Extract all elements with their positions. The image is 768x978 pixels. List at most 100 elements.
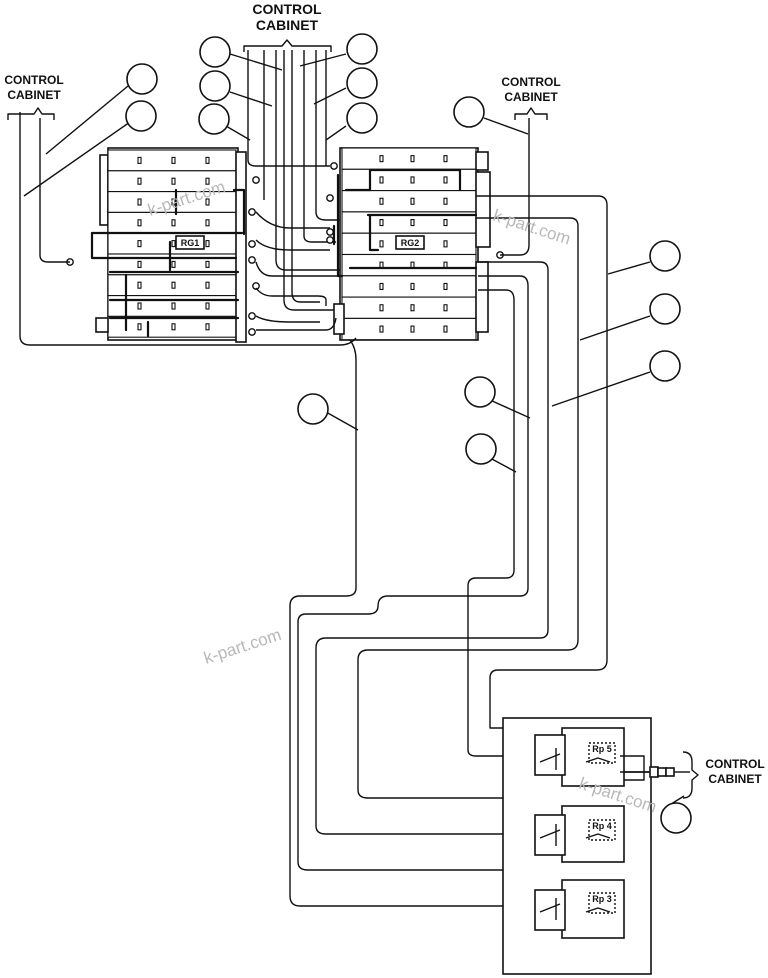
relay-slot [205,260,210,268]
terminal-dot [248,328,256,336]
relay-rp3: Rp 3 [534,879,625,939]
control-cabinet-label-right: CONTROL CABINET [705,757,764,786]
callout-circle [346,102,378,134]
relay-slot [379,219,384,227]
relay-slot [205,198,210,206]
control-cabinet-label-top: CONTROL CABINET [252,1,322,33]
brace-left [7,107,55,120]
relay-slot [443,325,448,333]
callout-circle [125,100,157,132]
svg-text:CONTROL: CONTROL [4,73,63,87]
relay-slot [205,177,210,185]
relay-slot [205,240,210,248]
relay-slot [443,219,448,227]
relay-slot [410,176,415,184]
relay-slot [137,198,142,206]
relay-rp5: Rp 5 [534,727,650,787]
relay-slot [410,197,415,205]
rg2-label: RG2 [401,238,420,248]
terminal-dot [330,162,338,170]
relay-slot [410,325,415,333]
relay-slot [171,156,176,164]
relay-slot [379,304,384,312]
svg-text:CONTROL: CONTROL [501,75,560,89]
cable-runs [19,112,608,907]
terminal-dot [252,282,260,290]
relay-slot [379,325,384,333]
relay-slot [171,177,176,185]
relay-slot [443,304,448,312]
relay-slot [137,219,142,227]
relay-slot [205,219,210,227]
relay-slot [137,260,142,268]
relay-slot [171,240,176,248]
control-cabinet-label-right-top: CONTROL CABINET [501,75,560,104]
relay-slot [379,155,384,163]
relay-slot [171,219,176,227]
relay-row [341,317,477,341]
connector-terminals [66,162,504,336]
callout-circle [649,240,681,272]
relay-row [341,147,477,170]
terminal-dot [326,228,334,236]
relay-slot [379,197,384,205]
relay-slot [137,156,142,164]
callout-circle [465,433,497,465]
brace-right-top [514,107,548,120]
callout-circle [453,96,485,128]
relay-slot [137,177,142,185]
svg-text:CABINET: CABINET [256,17,319,33]
relay-slot [205,156,210,164]
relay-group-rg2: RG2 [332,147,491,341]
relay-slot [410,155,415,163]
relay-rp4: Rp 4 [534,805,625,863]
svg-text:k-part.com: k-part.com [201,625,283,668]
rp5-label: Rp 5 [592,744,612,754]
terminal-dot [248,256,256,264]
callout-circle [660,802,692,834]
relay-slot [171,281,176,289]
relay-row [341,296,477,319]
relay-slot [171,302,176,310]
relay-slot [171,260,176,268]
relay-slot [443,240,448,248]
terminal-dot [248,208,256,216]
relay-slot [443,176,448,184]
relay-slot [205,323,210,331]
top-cable-bundle [247,50,340,311]
callout-circle [649,293,681,325]
relay-row [341,253,477,277]
terminal-dot [248,240,256,248]
control-cabinet-label-left: CONTROL CABINET [4,73,63,102]
callout-circles [125,33,692,834]
callout-circle [346,33,378,65]
svg-text:CONTROL: CONTROL [705,757,764,771]
svg-text:CABINET: CABINET [708,772,762,786]
callout-leaders [23,53,685,807]
relay-block: Rp 5 Rp 4 Rp 3 [502,717,690,975]
callout-circle [297,393,329,425]
relay-slot [205,281,210,289]
relay-slot [379,176,384,184]
rg1-label: RG1 [181,238,200,248]
terminal-dot [252,176,260,184]
relay-slot [379,282,384,291]
relay-slot [443,282,448,291]
svg-text:CONTROL: CONTROL [252,1,322,17]
relay-slot [171,323,176,331]
brace-top [243,39,332,52]
relay-slot [137,281,142,289]
relay-slot [410,219,415,227]
relay-slot [137,240,142,248]
callout-circle [199,70,231,102]
relay-slot [443,197,448,205]
relay-row [341,168,477,192]
callout-circle [346,67,378,99]
callout-circle [649,350,681,382]
relay-slot [205,302,210,310]
svg-text:k-part.com: k-part.com [491,206,573,249]
callout-circle [126,63,158,95]
callout-circle [464,376,496,408]
svg-text:CABINET: CABINET [7,88,61,102]
